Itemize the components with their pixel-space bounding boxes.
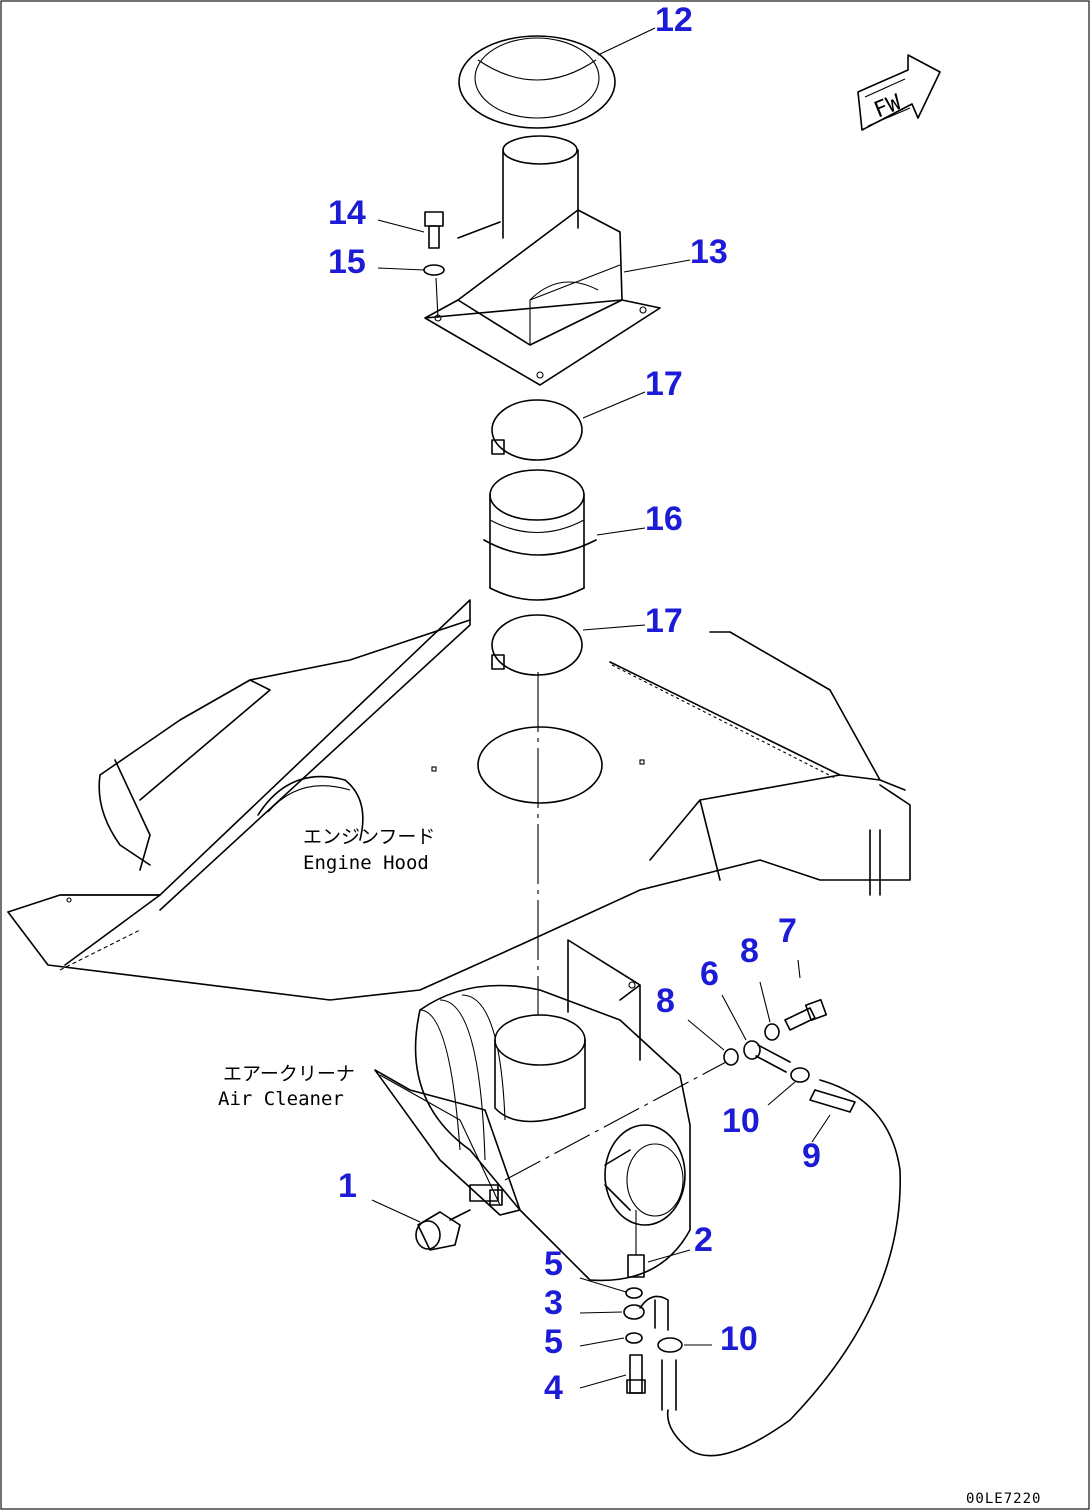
part-13-duct-cover	[424, 135, 661, 386]
part-16-hose	[483, 469, 597, 601]
callout-1: 1	[338, 1167, 357, 1205]
callout-8-left: 8	[656, 982, 675, 1020]
part-4-bolt	[626, 1354, 646, 1394]
air-cleaner	[374, 939, 691, 1282]
callout-3: 3	[544, 1284, 563, 1322]
leader-7	[797, 959, 801, 979]
callout-5-lower: 5	[544, 1323, 563, 1361]
leader-15	[377, 267, 425, 271]
part-17-clamp-lower	[491, 614, 583, 676]
callout-13: 13	[690, 233, 728, 271]
assembly-axis-line	[504, 1061, 727, 1181]
engine-hood-label-jp: エンジンフード	[303, 826, 435, 848]
callout-2: 2	[694, 1221, 713, 1259]
engine-hood-label-en: Engine Hood	[303, 852, 429, 874]
callout-10-lower: 10	[720, 1320, 758, 1358]
drawing-code: 00LE7220	[966, 1491, 1041, 1507]
leader-12	[597, 27, 656, 56]
leader-17-upper	[582, 391, 646, 419]
air-cleaner-label-en: Air Cleaner	[218, 1088, 344, 1110]
leader-13	[623, 259, 691, 273]
leader-14	[377, 219, 425, 233]
part-2-connector	[627, 1210, 645, 1278]
leader-10-upper	[767, 1081, 796, 1106]
leader-5-lower	[579, 1337, 625, 1347]
leader-9	[811, 1114, 831, 1143]
callout-15: 15	[328, 243, 366, 281]
callout-7: 7	[778, 912, 797, 950]
engine-hood	[7, 599, 911, 1001]
forward-arrow-icon: FW	[857, 54, 941, 131]
leader-17-lower	[582, 624, 646, 631]
callout-14: 14	[328, 194, 366, 232]
part-12-rain-cap	[458, 35, 616, 129]
part-1-dust-indicator	[415, 1209, 471, 1251]
part-6-fitting	[743, 1040, 791, 1073]
part-5-washer-upper	[625, 1287, 643, 1299]
callout-16: 16	[645, 500, 683, 538]
part-9-tube	[666, 1079, 901, 1457]
leader-16	[596, 527, 646, 536]
leader-4	[579, 1374, 627, 1389]
callout-9: 9	[802, 1137, 821, 1175]
part-8-washer-left	[723, 1048, 739, 1066]
leader-1	[371, 1199, 421, 1223]
leader-3	[579, 1311, 623, 1314]
part-5-washer-lower	[625, 1332, 643, 1344]
leader-6	[721, 994, 747, 1041]
part-8-washer-right	[764, 1023, 780, 1041]
callout-17-lower: 17	[645, 602, 683, 640]
part-3-elbow-joint	[623, 1295, 669, 1331]
callout-5-upper: 5	[544, 1245, 563, 1283]
callout-6: 6	[700, 955, 719, 993]
callout-12: 12	[655, 1, 693, 39]
callout-17-upper: 17	[645, 365, 683, 403]
callout-4: 4	[544, 1369, 563, 1407]
forward-mark-text: FW	[871, 90, 906, 123]
callout-8-right: 8	[740, 932, 759, 970]
air-cleaner-label-jp: エアークリーナ	[223, 1063, 355, 1085]
part-10-hose-clamp-lower	[657, 1337, 683, 1411]
part-10-hose-clamp-upper	[790, 1067, 810, 1083]
leader-5-upper	[579, 1277, 627, 1293]
callout-10-upper: 10	[722, 1102, 760, 1140]
leader-2	[647, 1249, 691, 1263]
part-17-clamp-upper	[491, 399, 583, 461]
part-7-bolt	[784, 998, 828, 1031]
leader-8-right	[759, 981, 771, 1023]
leader-8-left	[687, 1019, 725, 1051]
part-14-bolt	[424, 211, 444, 249]
